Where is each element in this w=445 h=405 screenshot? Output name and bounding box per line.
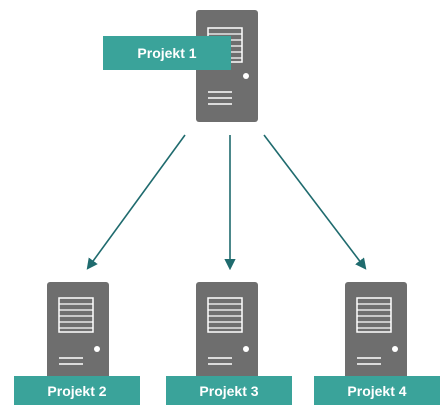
node-label-text-projekt-2: Projekt 2 [47, 383, 106, 399]
node-label-projekt-2: Projekt 2 [14, 376, 140, 405]
arrow-projekt1-to-projekt4 [263, 134, 367, 270]
node-label-projekt-3: Projekt 3 [166, 376, 292, 405]
server-icon-projekt-3 [196, 282, 258, 392]
node-label-projekt-1: Projekt 1 [103, 36, 231, 70]
node-label-text-projekt-3: Projekt 3 [199, 383, 258, 399]
node-label-projekt-4: Projekt 4 [314, 376, 440, 405]
node-label-text-projekt-4: Projekt 4 [347, 383, 406, 399]
server-icon-projekt-2 [47, 282, 109, 392]
node-label-text-projekt-1: Projekt 1 [137, 45, 196, 61]
server-icon-projekt-4 [345, 282, 407, 392]
arrow-projekt1-to-projekt2 [86, 134, 186, 270]
